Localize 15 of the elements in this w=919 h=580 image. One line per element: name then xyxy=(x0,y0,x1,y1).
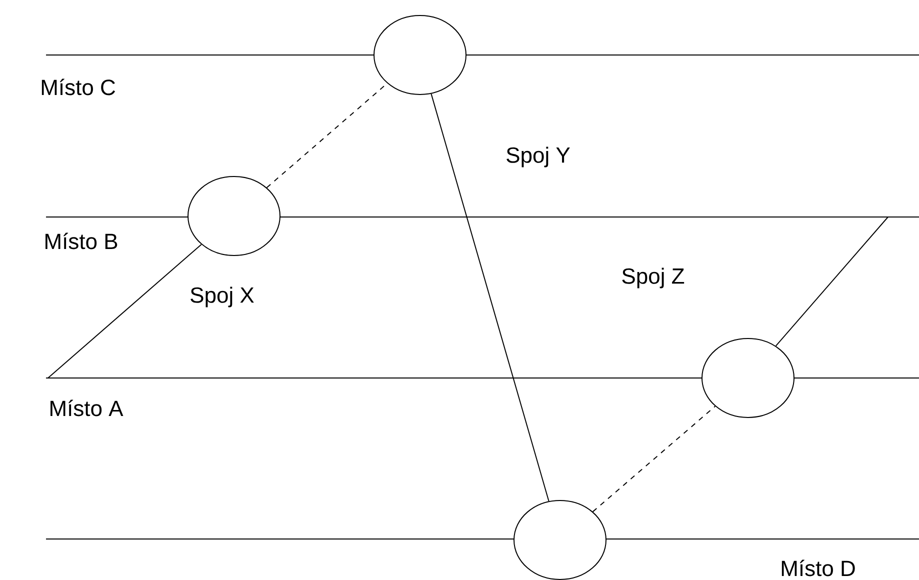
station-circle xyxy=(702,338,794,418)
place-label: Místo B xyxy=(46,232,118,250)
station-circle xyxy=(188,176,280,256)
station-circle xyxy=(514,500,606,580)
place-label: Místo A xyxy=(50,400,124,416)
place-label: Místo C xyxy=(42,78,116,96)
station-circle xyxy=(374,15,466,95)
connection-line xyxy=(430,93,550,502)
connection-line xyxy=(48,244,202,378)
place-label: Místo D xyxy=(782,560,855,576)
edge-label: Spoj Y xyxy=(504,146,572,168)
connection-line xyxy=(775,216,888,346)
edge-label: Spoj Z xyxy=(620,266,686,290)
connection-line xyxy=(592,406,716,512)
edge-label: Spoj X xyxy=(188,286,256,308)
